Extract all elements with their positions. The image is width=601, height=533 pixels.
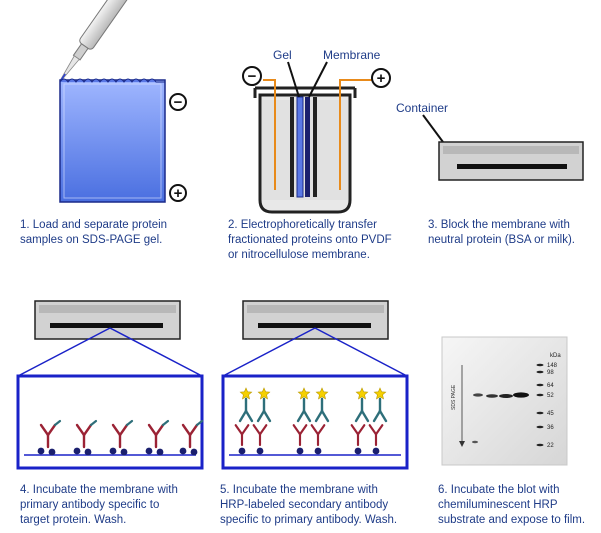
antigen-icon [354,447,362,455]
gel-label: Gel [273,48,292,62]
antigen-icon [179,447,187,455]
gel-slab [296,96,304,198]
plus-sign: + [377,70,386,87]
container-leader [422,114,444,143]
secondary-antibody-illustration [221,300,409,470]
ladder-band [536,370,544,374]
sample-bands [472,392,529,444]
anode-wire [339,79,373,190]
antibody-icon [147,419,170,449]
hrp-star-icon [297,387,311,400]
ladder-band [536,425,544,429]
blocking-container-illustration [422,114,584,181]
kda-unit: kDa [550,353,561,359]
plus-sign: + [174,185,183,202]
ladder-marker-label: 148 [547,363,558,369]
antigen-icon [84,448,92,456]
ladder-marker-label: 98 [547,370,554,376]
sds-page-axis-label: SDS PAGE [451,384,457,410]
antigen-icon [120,448,128,456]
antibody-icon [252,424,268,447]
ladder-band [536,383,544,387]
antigen-icon [73,447,81,455]
membrane-tray [34,300,181,340]
membrane-slab [305,97,310,197]
primary-antibody-icon [296,397,312,423]
gel-loading-illustration: − + [59,0,187,203]
antigen-icon [156,448,164,456]
antibody-icon [310,424,326,447]
step-3-caption: 3. Block the membrane with neutral prote… [428,219,576,246]
plus-electrode: + [371,68,391,88]
plus-electrode: + [169,184,187,202]
primary-antibody-icon [372,397,388,423]
step-5-caption: 5. Incubate the membrane with HRP-labele… [220,484,398,526]
primary-antibody-icon [354,397,370,423]
cathode-wire [263,79,276,190]
antigen-icon [109,447,117,455]
primary-antibody-icon [256,397,272,423]
antigen-icon [296,447,304,455]
hrp-star-icon [257,387,271,400]
antibody-icon [292,424,308,447]
antigen-icon [190,448,198,456]
antigen-icon [372,447,380,455]
step-4-caption: 4. Incubate the membrane with primary an… [20,484,178,526]
primary-antibody-icon [314,397,330,423]
gel-leader [287,61,300,98]
ladder-marker-label: 22 [547,443,554,449]
membrane-strip [457,164,567,169]
antibody-icon [111,419,134,449]
primary-antibody-icon [238,397,254,423]
sponge-right [313,97,317,197]
pipette-icon [59,0,131,82]
hrp-star-icon [355,387,369,400]
step-2-caption: 2. Electrophoretically transfer fraction… [228,219,392,261]
minus-electrode: − [169,93,187,111]
antibody-icon [39,419,62,449]
ladder-band [536,411,544,415]
membrane-leader [308,61,328,98]
membrane-label: Membrane [323,48,381,62]
antibody-icon [350,424,366,447]
hrp-star-icon [315,387,329,400]
hrp-star-icon [239,387,253,400]
ladder-marker-label: 64 [547,383,554,389]
antibody-icon [75,419,98,449]
minus-sign: − [248,68,257,85]
minus-sign: − [174,94,183,111]
ladder-marker-label: 45 [547,411,554,417]
antigen-icon [37,447,45,455]
ladder-marker-label: 52 [547,393,554,399]
hrp-star-icon [373,387,387,400]
ladder-marker-label: 36 [547,425,554,431]
antigen-icon [314,447,322,455]
ladder-band [536,363,544,367]
minus-electrode: − [242,66,262,86]
container-label: Container [396,101,449,115]
antigen-icon [256,447,264,455]
antibody-icon [368,424,384,447]
antigen-icon [238,447,246,455]
container-tray [438,141,584,181]
transfer-tank-illustration: − + [242,61,391,214]
step-6-caption: 6. Incubate the blot with chemiluminesce… [438,484,586,526]
primary-antibody-illustration [16,300,204,470]
sds-page-gel [59,78,166,203]
antibody-icon [181,419,204,449]
membrane-tray [242,300,389,340]
antibody-icon [234,424,250,447]
antigen-icon [145,447,153,455]
ladder-band [536,393,544,397]
zoom-frame [16,374,204,470]
antigen-icon [48,448,56,456]
ladder-band [536,443,544,447]
sponge-left [290,97,294,197]
step-1-caption: 1. Load and separate protein samples on … [20,219,168,246]
